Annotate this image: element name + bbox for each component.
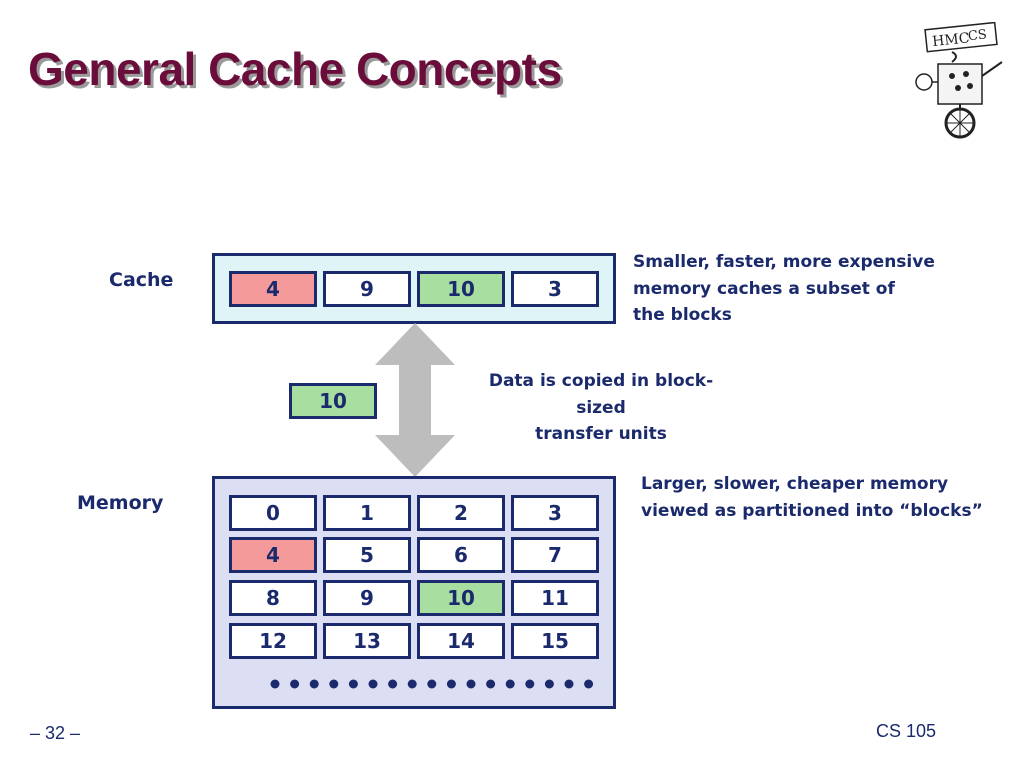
memory-block: 5 (323, 537, 411, 573)
cache-note-line: the blocks (633, 305, 732, 325)
memory-block: 6 (417, 537, 505, 573)
memory-block: 14 (417, 623, 505, 659)
cache-note: Smaller, faster, more expensive memory c… (633, 249, 935, 329)
memory-note-line: Larger, slower, cheaper memory (641, 474, 949, 494)
ellipsis-dot (446, 679, 456, 689)
ellipsis-dots-icon (270, 679, 594, 689)
ellipsis-dot (290, 679, 300, 689)
double-arrow-icon (375, 323, 455, 477)
slide-title: General Cache Concepts (28, 43, 562, 95)
page-number: – 32 – (30, 723, 81, 743)
svg-text:CS: CS (967, 27, 987, 44)
memory-note-line: viewed as partitioned into “blocks” (641, 500, 983, 521)
memory-block: 7 (511, 537, 599, 573)
cache-block: 4 (229, 271, 317, 307)
ellipsis-dot (348, 679, 358, 689)
hmc-cs-logo-icon: HMC CS (915, 22, 1003, 139)
cache-block: 9 (323, 271, 411, 307)
ellipsis-dot (407, 679, 417, 689)
ellipsis-dot (270, 679, 280, 689)
memory-block: 11 (511, 580, 599, 616)
transfer-note-line: Data is copied in block-sized (488, 371, 714, 418)
ellipsis-dot (486, 679, 496, 689)
ellipsis-dot (427, 679, 437, 689)
cache-block: 3 (511, 271, 599, 307)
cache-label: Cache (109, 269, 174, 291)
memory-block: 9 (323, 580, 411, 616)
transfer-note: Data is copied in block-sized transfer u… (468, 368, 734, 448)
ellipsis-dot (329, 679, 339, 689)
memory-block: 8 (229, 580, 317, 616)
memory-block: 2 (417, 495, 505, 531)
cache-note-line: Smaller, faster, more expensive (633, 252, 935, 272)
memory-block: 15 (511, 623, 599, 659)
ellipsis-dot (544, 679, 554, 689)
memory-note: Larger, slower, cheaper memory viewed as… (641, 471, 983, 524)
ellipsis-dot (525, 679, 535, 689)
cache-block: 10 (417, 271, 505, 307)
ellipsis-dot (505, 679, 515, 689)
course-label: CS 105 (876, 721, 937, 741)
memory-block: 3 (511, 495, 599, 531)
memory-block: 0 (229, 495, 317, 531)
transfer-note-line: transfer units (535, 424, 667, 444)
ellipsis-dot (309, 679, 319, 689)
svg-text:HMC: HMC (932, 30, 971, 50)
memory-block: 13 (323, 623, 411, 659)
memory-label: Memory (77, 492, 164, 514)
ellipsis-dot (584, 679, 594, 689)
ellipsis-dot (564, 679, 574, 689)
transfer-block: 10 (289, 383, 377, 419)
ellipsis-dot (368, 679, 378, 689)
memory-block: 4 (229, 537, 317, 573)
memory-block: 1 (323, 495, 411, 531)
ellipsis-dot (388, 679, 398, 689)
memory-block: 12 (229, 623, 317, 659)
cache-note-line: memory caches a subset of (633, 278, 895, 299)
ellipsis-dot (466, 679, 476, 689)
memory-block: 10 (417, 580, 505, 616)
